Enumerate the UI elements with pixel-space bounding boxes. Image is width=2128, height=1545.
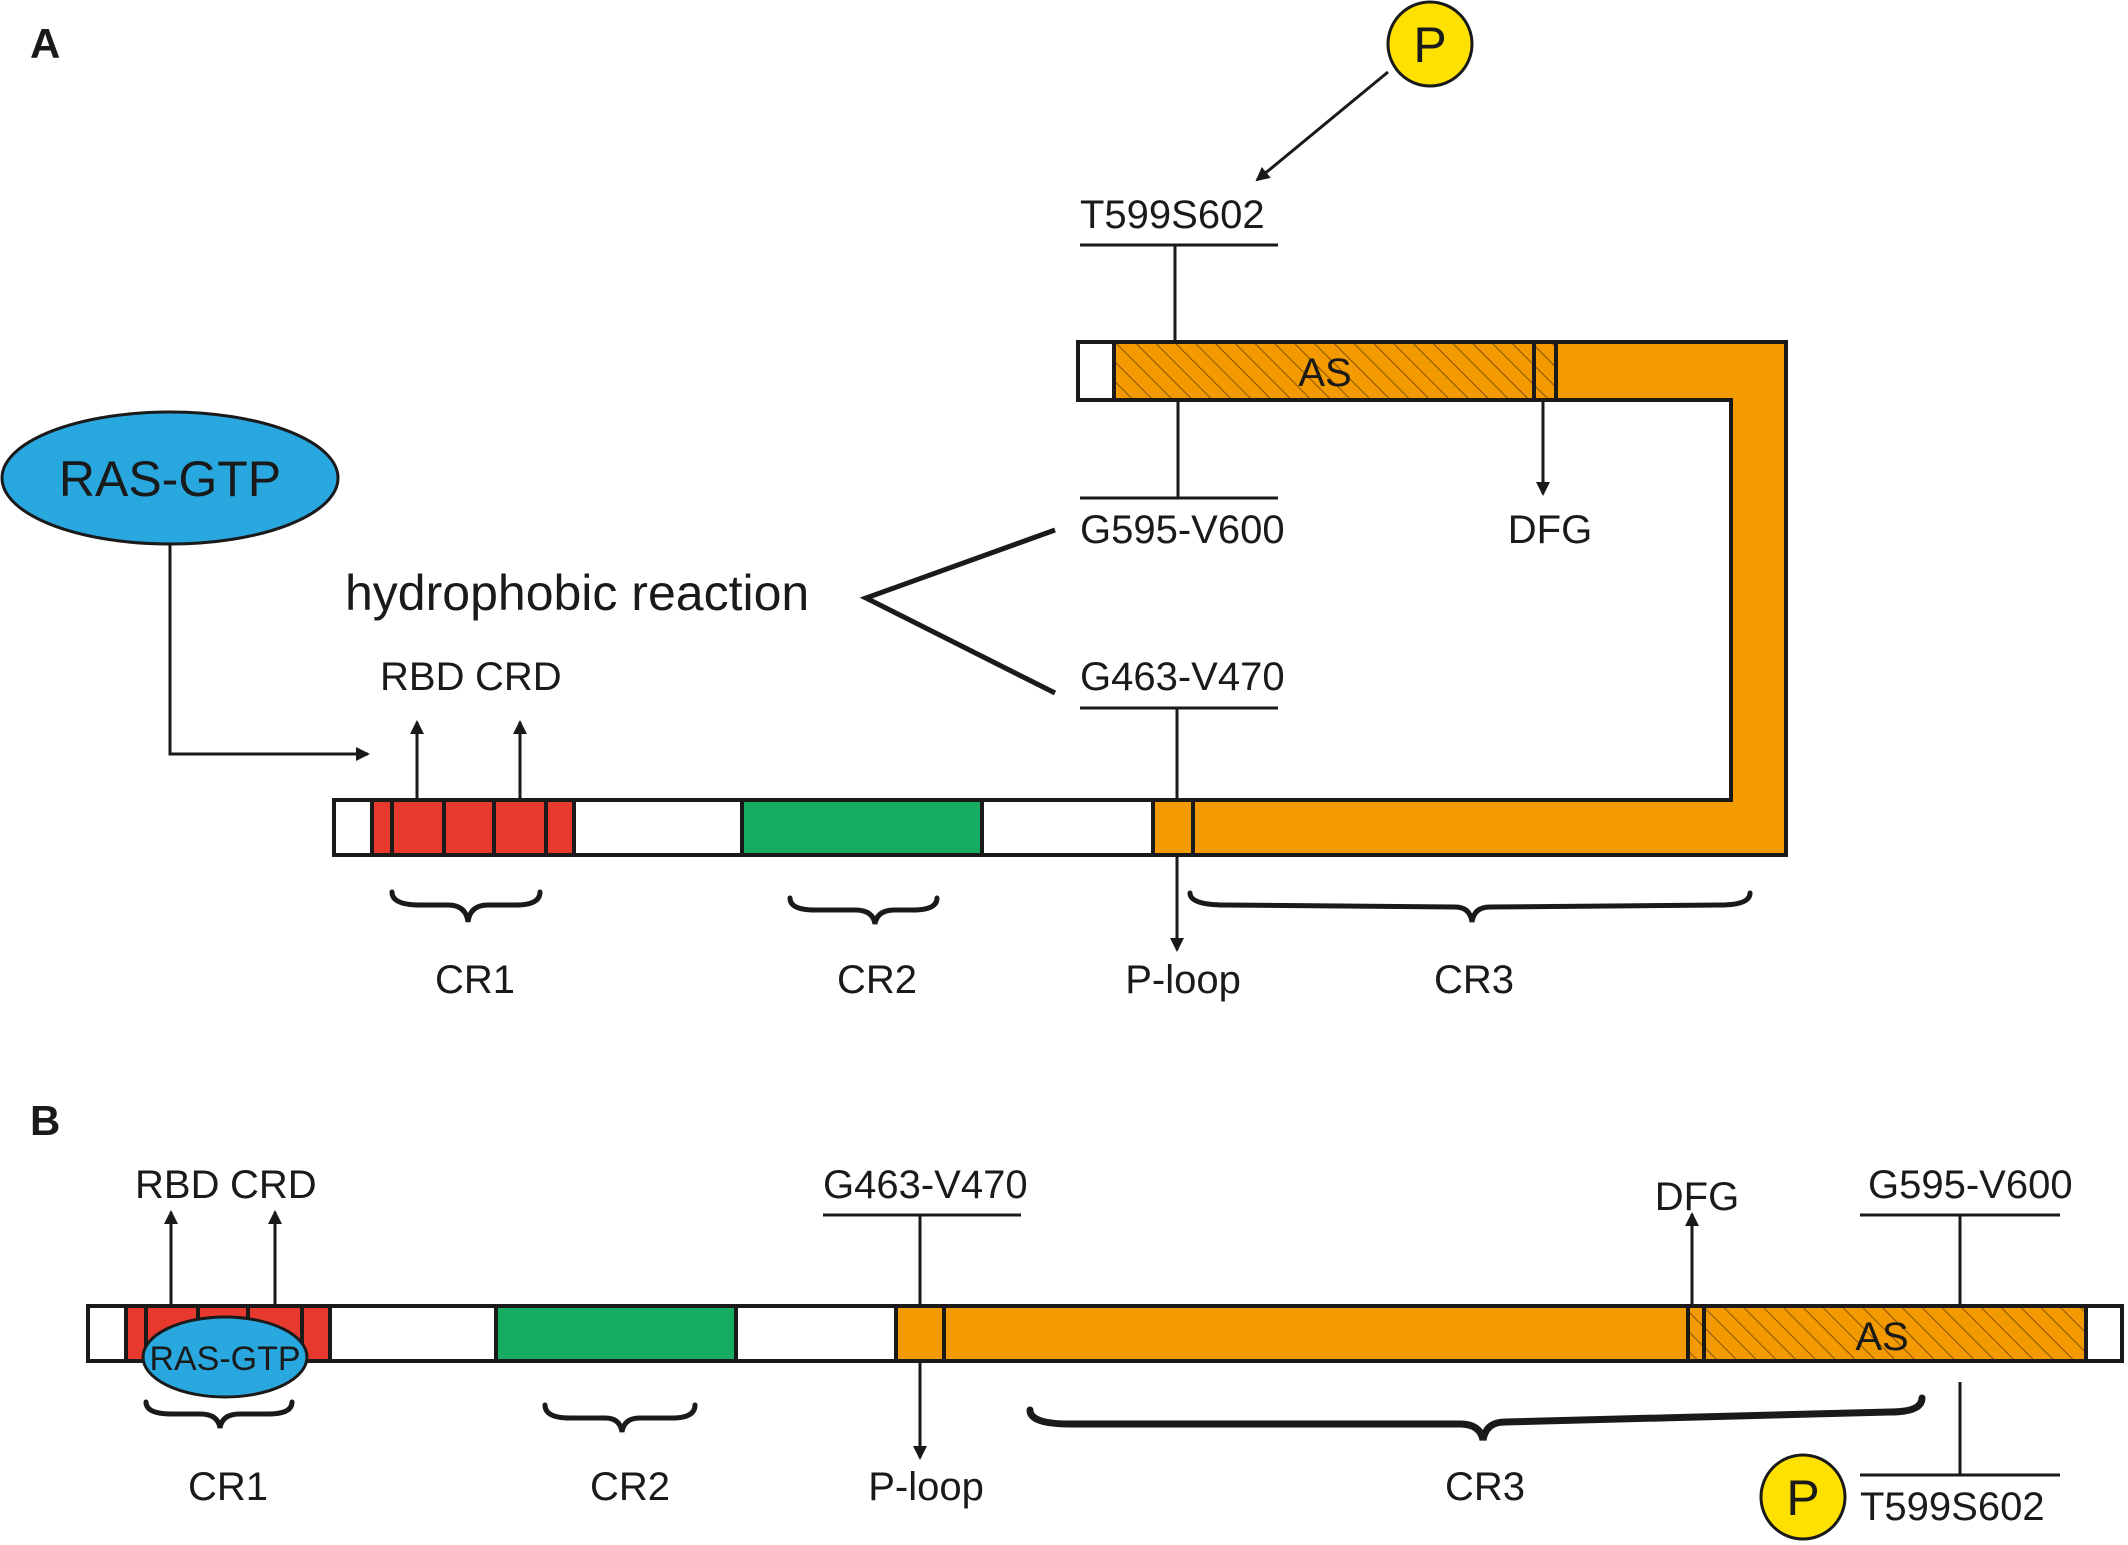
activation-segment-b: [1702, 1304, 2088, 1363]
ras-gtp-ellipse-b: [141, 1315, 309, 1399]
red-segment-a-4: [492, 798, 548, 857]
cr1-label-a: CR1: [435, 958, 515, 1002]
as-label-a: AS: [1298, 351, 1351, 395]
rbd-label-a: RBD: [380, 655, 464, 699]
red-segment-a-3: [442, 798, 496, 857]
site-t599s602-b: T599S602: [1860, 1485, 2045, 1529]
ploop-block-b: [894, 1304, 946, 1363]
cr2-label-b: CR2: [590, 1465, 670, 1509]
site-g595-v600-b: G595-V600: [1868, 1163, 2073, 1207]
white-cap-b-right: [2084, 1304, 2124, 1363]
cr1-label-b: CR1: [188, 1465, 268, 1509]
phospho-circle-a: [1386, 0, 1474, 88]
linker-white-a-1: [572, 798, 744, 857]
cr3-label-a: CR3: [1434, 958, 1514, 1002]
cr2-green-a: [740, 798, 984, 857]
as-label-b: AS: [1855, 1315, 1908, 1359]
cr2-brace-a: [787, 895, 940, 925]
site-g595-v600-a: G595-V600: [1080, 508, 1285, 552]
cr2-green-b: [494, 1304, 738, 1363]
phospho-symbol-b: P: [1786, 1470, 1819, 1526]
kinase-domain-fold-a: [1146, 340, 1788, 857]
hydrophobic-reaction-label: hydrophobic reaction: [345, 565, 809, 621]
cr3-brace-a: [1187, 890, 1753, 923]
linker-white-b-2: [734, 1304, 898, 1363]
lower-white-cap-a: [332, 798, 374, 857]
dfg-label-b: DFG: [1655, 1175, 1739, 1219]
phospho-circle-b: [1759, 1453, 1847, 1541]
site-g463-v470-b: G463-V470: [823, 1163, 1028, 1207]
upper-white-cap-a: [1076, 340, 1116, 402]
dfg-label-a: DFG: [1508, 508, 1592, 552]
cr2-label-a: CR2: [837, 958, 917, 1002]
linker-white-a-2: [980, 798, 1155, 857]
kinase-domain-b: [942, 1304, 1690, 1363]
site-g463-v470-a: G463-V470: [1080, 655, 1285, 699]
dfg-motif-block-b: [1686, 1304, 1706, 1363]
panel-b-letter: B: [30, 1097, 60, 1144]
panel-b: B RBD CRD G463-V470 DFG G595-V600 AS: [30, 1097, 2124, 1541]
cr1-brace-b: [143, 1399, 295, 1429]
site-t599s602-a: T599S602: [1080, 193, 1265, 237]
rbd-label-b: RBD: [135, 1163, 219, 1207]
dfg-motif-block-a: [1532, 340, 1558, 402]
panel-a-letter: A: [30, 20, 60, 67]
ploop-block-a: [1151, 798, 1195, 857]
crd-label-a: CRD: [475, 655, 562, 699]
white-cap-b-left: [86, 1304, 128, 1363]
phospho-arrow-a: [1255, 70, 1389, 182]
ras-gtp-label-a: RAS-GTP: [59, 451, 281, 507]
hydrophobic-reaction-lines: [859, 527, 1057, 696]
panel-a: A P T599S602 AS G595-V600 DFG RAS-GTP hy…: [0, 0, 1788, 1002]
ras-gtp-label-b: RAS-GTP: [149, 1340, 300, 1378]
cr3-brace-b: [1026, 1394, 1926, 1441]
phospho-symbol-a: P: [1413, 17, 1446, 73]
cr1-brace-a: [389, 889, 543, 923]
ras-binding-arrow-a: [168, 544, 370, 761]
cr2-brace-b: [542, 1402, 698, 1433]
crd-label-b: CRD: [230, 1163, 317, 1207]
cr3-label-b: CR3: [1445, 1465, 1525, 1509]
linker-white-b-1: [328, 1304, 498, 1363]
red-segment-a-5: [544, 798, 576, 857]
red-segment-a-2: [390, 798, 446, 857]
red-segment-a-1: [370, 798, 394, 857]
ploop-label-a: P-loop: [1125, 958, 1241, 1002]
ploop-label-b: P-loop: [868, 1465, 984, 1509]
